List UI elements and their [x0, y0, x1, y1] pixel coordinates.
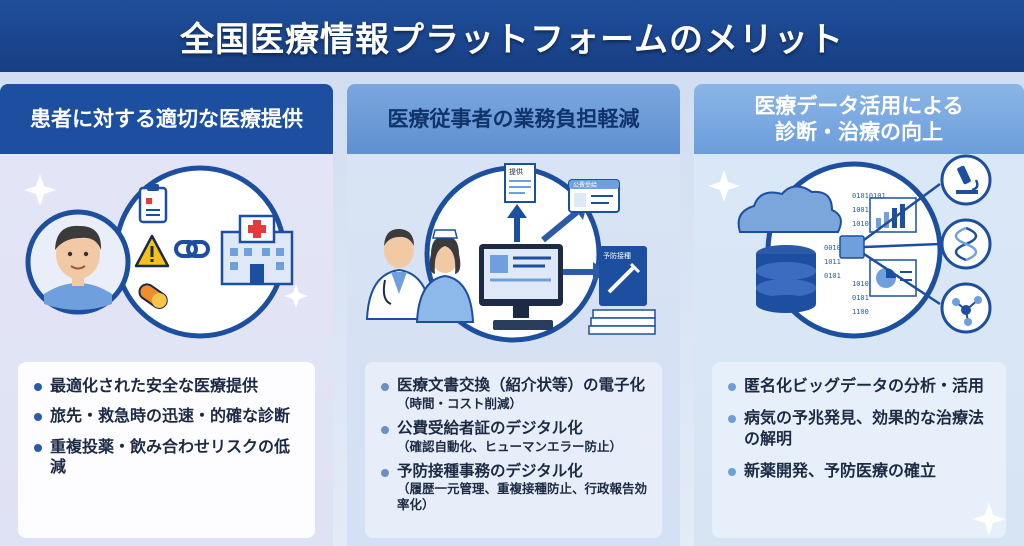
list-item: 新薬開発、予防医療の確立 — [726, 461, 992, 481]
benefits-card: 匿名化ビッグデータの分析・活用 病気の予兆発見、効果的な治療法の解明 新薬開発、… — [712, 362, 1006, 538]
list-item: 匿名化ビッグデータの分析・活用 — [726, 376, 992, 396]
list-item-main: 医療文書交換（紹介状等）の電子化 — [397, 376, 646, 394]
staff-workload-illustration: 提供 公費受給 予防接種 — [365, 163, 656, 343]
binary-text: 1010 — [852, 220, 869, 228]
panel-header: 患者に対する適切な医療提供 — [0, 84, 333, 154]
warning-icon — [134, 234, 170, 268]
benefits-card: 医療文書交換（紹介状等）の電子化（時間・コスト削減） 公費受給者証のデジタル化（… — [365, 362, 662, 538]
binary-text: 0101 — [824, 272, 841, 280]
list-item-sub: （時間・コスト削減） — [397, 395, 523, 411]
database-icon — [756, 245, 816, 313]
panel-header-line: 医療データ活用による — [754, 93, 964, 118]
link-icon — [174, 240, 210, 258]
panel-staff-workload: 医療従事者の業務負担軽減 — [347, 84, 680, 546]
binary-text: 1100 — [852, 308, 869, 316]
list-item: 旅先・救急時の迅速・的確な診断 — [32, 406, 301, 426]
referral-document-icon: 提供 — [504, 163, 536, 203]
title-banner: 全国医療情報プラットフォームのメリット — [0, 0, 1024, 72]
page-title: 全国医療情報プラットフォームのメリット — [180, 19, 844, 60]
hospital-icon — [220, 214, 294, 286]
pie-chart-icon — [869, 259, 917, 297]
list-item-sub: （確認自動化、ヒューマンエラー防止） — [397, 438, 623, 454]
panel-header-text: 患者に対する適切な医療提供 — [30, 106, 303, 131]
referral-label: 提供 — [509, 167, 523, 176]
data-utilization-illustration: 01010101 1001 1010 0010 1011 0101 1010 0… — [708, 154, 992, 339]
network-hub-icon — [839, 182, 941, 306]
clipboard-icon — [138, 184, 168, 224]
binary-text: 1011 — [824, 258, 841, 266]
patient-care-illustration — [24, 165, 308, 339]
list-item: 病気の予兆発見、効果的な治療法の解明 — [726, 408, 992, 449]
list-item: 最適化された安全な医療提供 — [32, 376, 301, 396]
binary-text: 01010101 — [852, 192, 886, 200]
list-item: 予防接種事務のデジタル化（履歴一元管理、重複接種防止、行政報告効率化） — [379, 462, 648, 514]
molecule-icon — [940, 282, 992, 334]
sparkle-icon — [972, 502, 1006, 536]
panel-header-text: 医療データ活用による診断・治療の向上 — [754, 93, 963, 146]
list-item-main: 公費受給者証のデジタル化 — [397, 418, 583, 437]
microscope-icon — [940, 154, 992, 206]
sparkle-icon — [24, 174, 56, 206]
pill-icon — [138, 283, 168, 309]
nurse-icon — [415, 229, 475, 323]
binary-text: 1001 — [852, 206, 869, 214]
list-item-sub: （履歴一元管理、重複接種防止、行政報告効率化） — [397, 481, 648, 513]
panel-header-text: 医療従事者の業務負担軽減 — [387, 106, 640, 131]
paper-stack-icon — [588, 309, 656, 335]
binary-text: 0010 — [824, 244, 841, 252]
vaccination-label: 予防接種 — [603, 251, 631, 260]
sparkle-icon — [708, 170, 740, 202]
list-item-main: 予防接種事務のデジタル化 — [397, 461, 583, 480]
benefits-card: 最適化された安全な医療提供 旅先・救急時の迅速・的確な診断 重複投薬・飲み合わせ… — [18, 362, 315, 538]
list-item: 重複投薬・飲み合わせリスクの低減 — [32, 437, 301, 478]
sparkle-icon — [284, 284, 308, 308]
id-card-icon: 公費受給 — [568, 179, 620, 213]
list-item: 公費受給者証のデジタル化（確認自動化、ヒューマンエラー防止） — [379, 419, 648, 455]
cloud-icon — [737, 185, 842, 233]
panel-header: 医療データ活用による診断・治療の向上 — [694, 84, 1024, 154]
list-item: 医療文書交換（紹介状等）の電子化（時間・コスト削減） — [379, 376, 648, 412]
bar-chart-icon — [869, 197, 917, 233]
binary-text: 0101 — [852, 294, 869, 302]
monitor-icon — [479, 244, 563, 330]
patient-avatar — [25, 209, 131, 315]
dna-icon — [940, 218, 992, 270]
panel-header: 医療従事者の業務負担軽減 — [347, 84, 680, 154]
certificate-label: 公費受給 — [573, 181, 597, 189]
panel-data-utilization: 医療データ活用による診断・治療の向上 01010101 1001 1010 00… — [694, 84, 1024, 546]
panel-patient-care: 患者に対する適切な医療提供 — [0, 84, 333, 546]
binary-text: 1010 — [852, 280, 869, 288]
arrow-up-icon — [507, 204, 527, 242]
panel-header-line: 診断・治療の向上 — [775, 120, 943, 144]
vaccination-record-icon: 予防接種 — [599, 246, 647, 306]
